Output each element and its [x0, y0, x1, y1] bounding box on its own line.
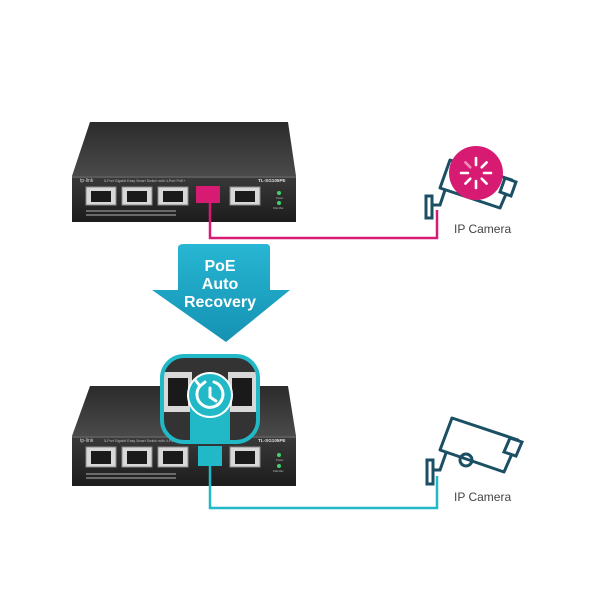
top-power-label: Power	[276, 196, 283, 200]
top-poemax-led	[277, 201, 281, 205]
loading-spinner-icon	[459, 156, 493, 190]
bottom-switch-brand: tp-link	[80, 438, 94, 444]
bottom-port-4-ok	[198, 446, 222, 466]
bottom-switch-ports	[85, 446, 261, 468]
top-switch: tp-link 5-Port Gigabit Easy Smart Switch…	[72, 122, 296, 222]
port-zoom-magnifier	[160, 354, 260, 444]
bottom-switch-description: 5-Port Gigabit Easy Smart Switch with 4-…	[104, 439, 185, 443]
bottom-poemax-led	[277, 464, 281, 468]
bottom-power-label: Power	[276, 458, 283, 462]
arrow-text-line2: Auto	[202, 276, 239, 293]
top-switch-brand: tp-link	[80, 178, 94, 184]
poe-auto-recovery-arrow: PoE Auto Recovery	[152, 244, 290, 342]
top-poemax-label: PoE Max	[273, 206, 284, 210]
bottom-camera-label: IP Camera	[454, 490, 511, 504]
bottom-cable-ok	[208, 466, 439, 510]
arrow-text-line3: Recovery	[184, 294, 256, 311]
arrow-text-line1: PoE	[204, 258, 235, 275]
ip-camera-icon	[425, 416, 525, 486]
top-power-led	[277, 191, 281, 195]
top-port-4-fault	[196, 186, 220, 203]
top-switch-description: 5-Port Gigabit Easy Smart Switch with 4-…	[104, 179, 185, 183]
restart-icon	[194, 379, 225, 409]
top-switch-model: TL-SG105PE	[258, 178, 286, 183]
bottom-poemax-label: PoE Max	[273, 469, 284, 473]
top-camera-label: IP Camera	[454, 222, 511, 236]
top-ip-camera: IP Camera	[424, 146, 518, 236]
bottom-switch-model: TL-SG105PE	[258, 438, 286, 443]
top-cable-fault	[208, 203, 439, 240]
bottom-ip-camera: IP Camera	[425, 416, 525, 504]
fault-circle	[449, 146, 503, 200]
top-switch-ports	[85, 186, 261, 206]
bottom-power-led	[277, 453, 281, 457]
